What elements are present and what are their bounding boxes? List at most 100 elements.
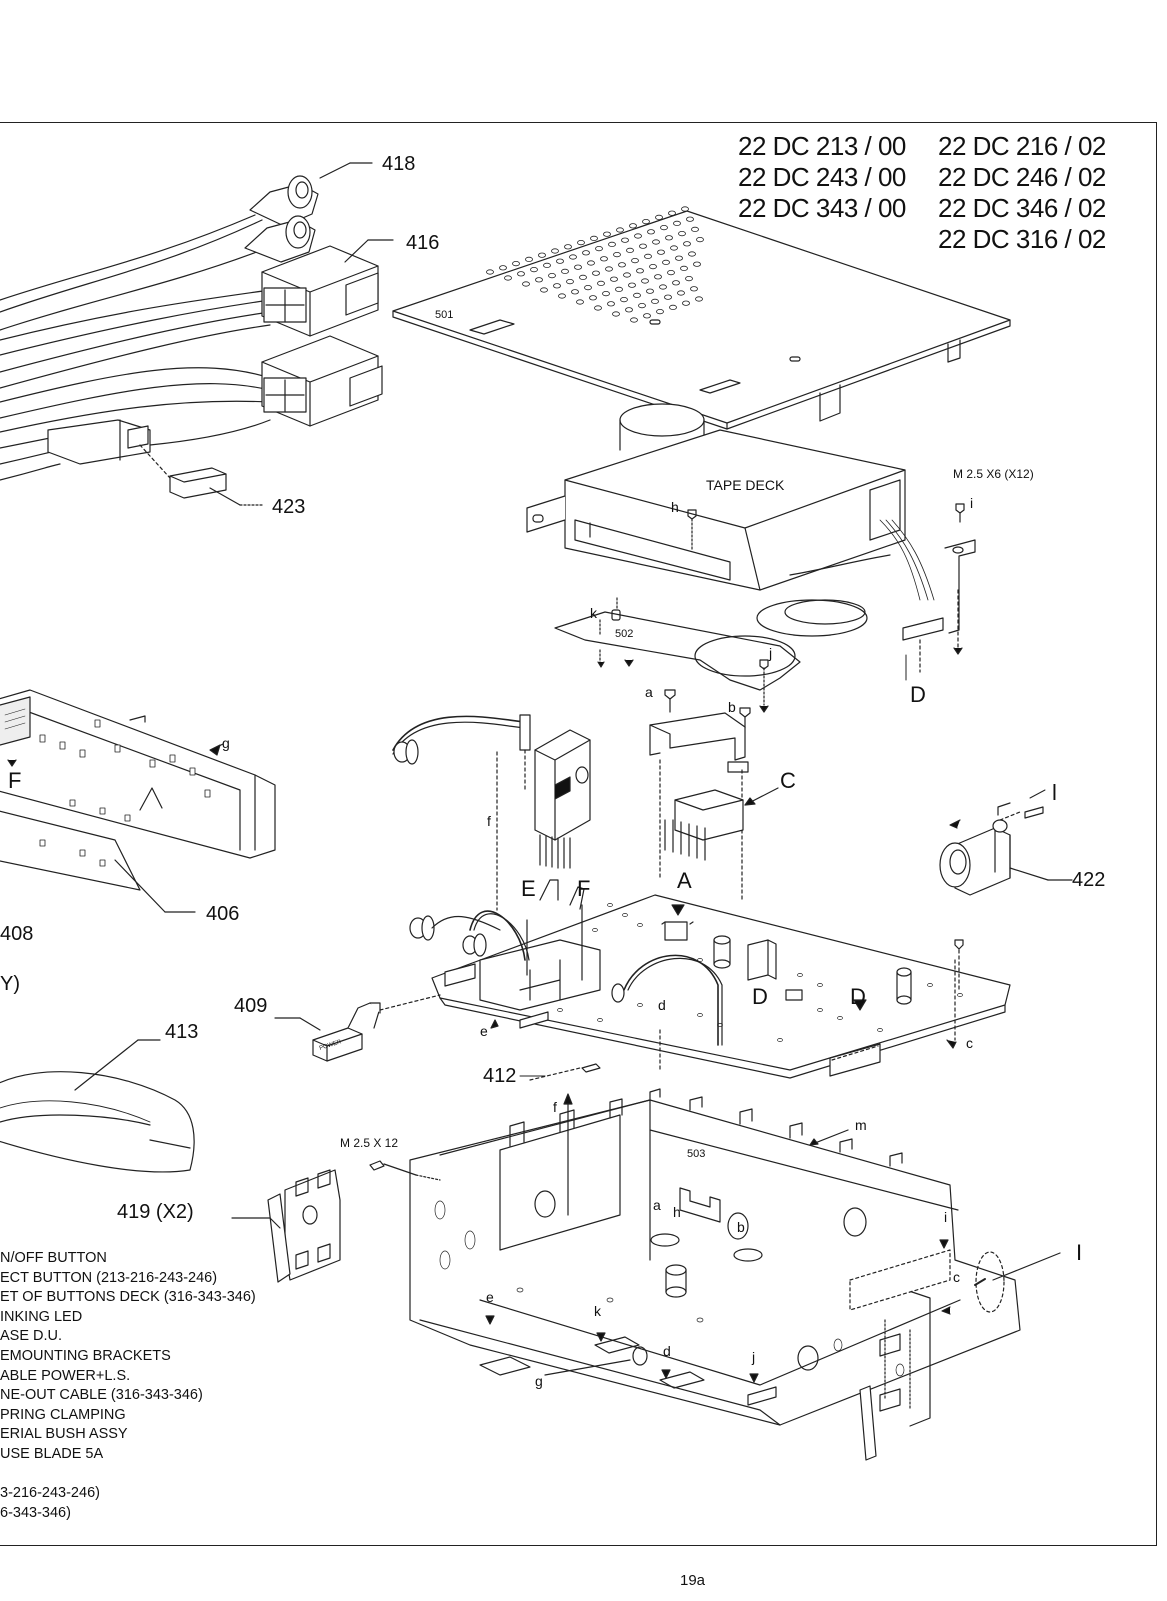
model-number: 22 DC 343 / 00 bbox=[738, 193, 906, 223]
chassis-letter-g: g bbox=[535, 1373, 543, 1389]
hole bbox=[631, 257, 639, 264]
chassis-letter-d: d bbox=[663, 1343, 671, 1359]
hole bbox=[538, 252, 546, 258]
hole bbox=[551, 248, 559, 254]
legend-row: ASE D.U. bbox=[0, 1328, 63, 1345]
hole bbox=[628, 282, 636, 288]
hole bbox=[574, 264, 582, 270]
hole bbox=[516, 1287, 524, 1293]
hole bbox=[434, 1200, 446, 1220]
deck-plate-502 bbox=[554, 509, 801, 713]
board-slot bbox=[99, 807, 106, 815]
legend-row: NE-OUT CABLE (316-343-346) bbox=[0, 1387, 203, 1404]
hole bbox=[557, 1008, 563, 1012]
hole bbox=[691, 226, 699, 232]
letter-I: I bbox=[1076, 1240, 1082, 1265]
letter-f: f bbox=[487, 813, 491, 829]
hole bbox=[672, 280, 680, 286]
chassis-letter-c: c bbox=[953, 1269, 960, 1285]
hole bbox=[655, 214, 663, 220]
hole bbox=[665, 235, 673, 241]
leader-406 bbox=[114, 859, 166, 913]
hole bbox=[548, 272, 556, 279]
hole bbox=[615, 286, 623, 292]
label-422: 422 bbox=[1072, 869, 1105, 891]
hole bbox=[657, 249, 665, 255]
hole bbox=[602, 290, 610, 297]
chassis-letter-i: i bbox=[944, 1209, 947, 1225]
parts-legend: N/OFF BUTTON ECT BUTTON (213-216-243-246… bbox=[0, 1249, 256, 1523]
board-slot bbox=[114, 744, 121, 753]
hole bbox=[571, 289, 579, 295]
hole bbox=[683, 241, 691, 247]
hole bbox=[817, 1008, 823, 1012]
hole bbox=[603, 231, 611, 237]
case-413 bbox=[0, 1039, 195, 1173]
hole bbox=[678, 231, 686, 237]
hole bbox=[616, 227, 624, 233]
hole bbox=[512, 260, 520, 267]
hole bbox=[637, 1003, 643, 1007]
hole bbox=[590, 235, 598, 241]
hole bbox=[584, 284, 592, 291]
hole bbox=[643, 313, 651, 319]
hole bbox=[667, 269, 675, 276]
hole bbox=[670, 245, 678, 251]
switch-assembly bbox=[392, 714, 591, 911]
letter-A: A bbox=[677, 868, 692, 893]
hole bbox=[680, 265, 688, 271]
hole bbox=[517, 271, 525, 277]
hole bbox=[556, 258, 564, 264]
drawing-frame bbox=[0, 122, 1157, 1546]
chassis-letter-j: j bbox=[751, 1349, 755, 1365]
hole bbox=[669, 304, 677, 310]
letter-C: C bbox=[780, 768, 796, 793]
hole bbox=[673, 220, 681, 226]
board-slot bbox=[79, 749, 86, 758]
letter-D-pcb2: D bbox=[850, 984, 866, 1009]
hole bbox=[525, 256, 533, 262]
label-y-fragment: Y) bbox=[0, 973, 20, 995]
hole bbox=[644, 253, 652, 259]
hole bbox=[621, 237, 629, 243]
hole bbox=[577, 240, 585, 246]
hole bbox=[597, 280, 605, 286]
letter-F: F bbox=[577, 876, 590, 901]
label-409: 409 bbox=[234, 995, 267, 1017]
hole bbox=[633, 292, 641, 298]
hole bbox=[696, 237, 704, 243]
hole bbox=[486, 269, 494, 275]
hole bbox=[607, 903, 613, 907]
chassis-letter-f: f bbox=[553, 1099, 557, 1115]
hole bbox=[579, 274, 587, 280]
chassis-letter-b: b bbox=[737, 1219, 745, 1235]
hole bbox=[696, 1317, 704, 1323]
hole bbox=[464, 1230, 476, 1250]
hole bbox=[654, 274, 662, 280]
hole bbox=[607, 301, 615, 307]
hole bbox=[623, 272, 631, 278]
hole bbox=[605, 266, 613, 272]
label-419: 419 (X2) bbox=[117, 1201, 194, 1223]
letter-i: i bbox=[970, 495, 973, 511]
letter-D-deck: D bbox=[910, 682, 926, 707]
hole bbox=[636, 268, 644, 274]
label-screw-bottom: M 2.5 X 12 bbox=[340, 1136, 398, 1150]
hole bbox=[566, 278, 574, 285]
model-number: 22 DC 216 / 02 bbox=[938, 131, 1106, 161]
hole bbox=[651, 298, 659, 304]
hole bbox=[837, 1016, 843, 1020]
hole bbox=[595, 246, 603, 252]
main-pcb bbox=[409, 879, 1011, 1079]
hole bbox=[594, 305, 602, 311]
hole bbox=[664, 294, 672, 300]
fuse-holder bbox=[47, 419, 227, 499]
hole bbox=[597, 1018, 603, 1022]
model-number: 22 DC 346 / 02 bbox=[938, 193, 1106, 223]
hole bbox=[682, 300, 690, 306]
hole bbox=[927, 983, 933, 987]
hole bbox=[576, 299, 584, 305]
hole bbox=[561, 268, 569, 274]
hole bbox=[817, 983, 823, 987]
